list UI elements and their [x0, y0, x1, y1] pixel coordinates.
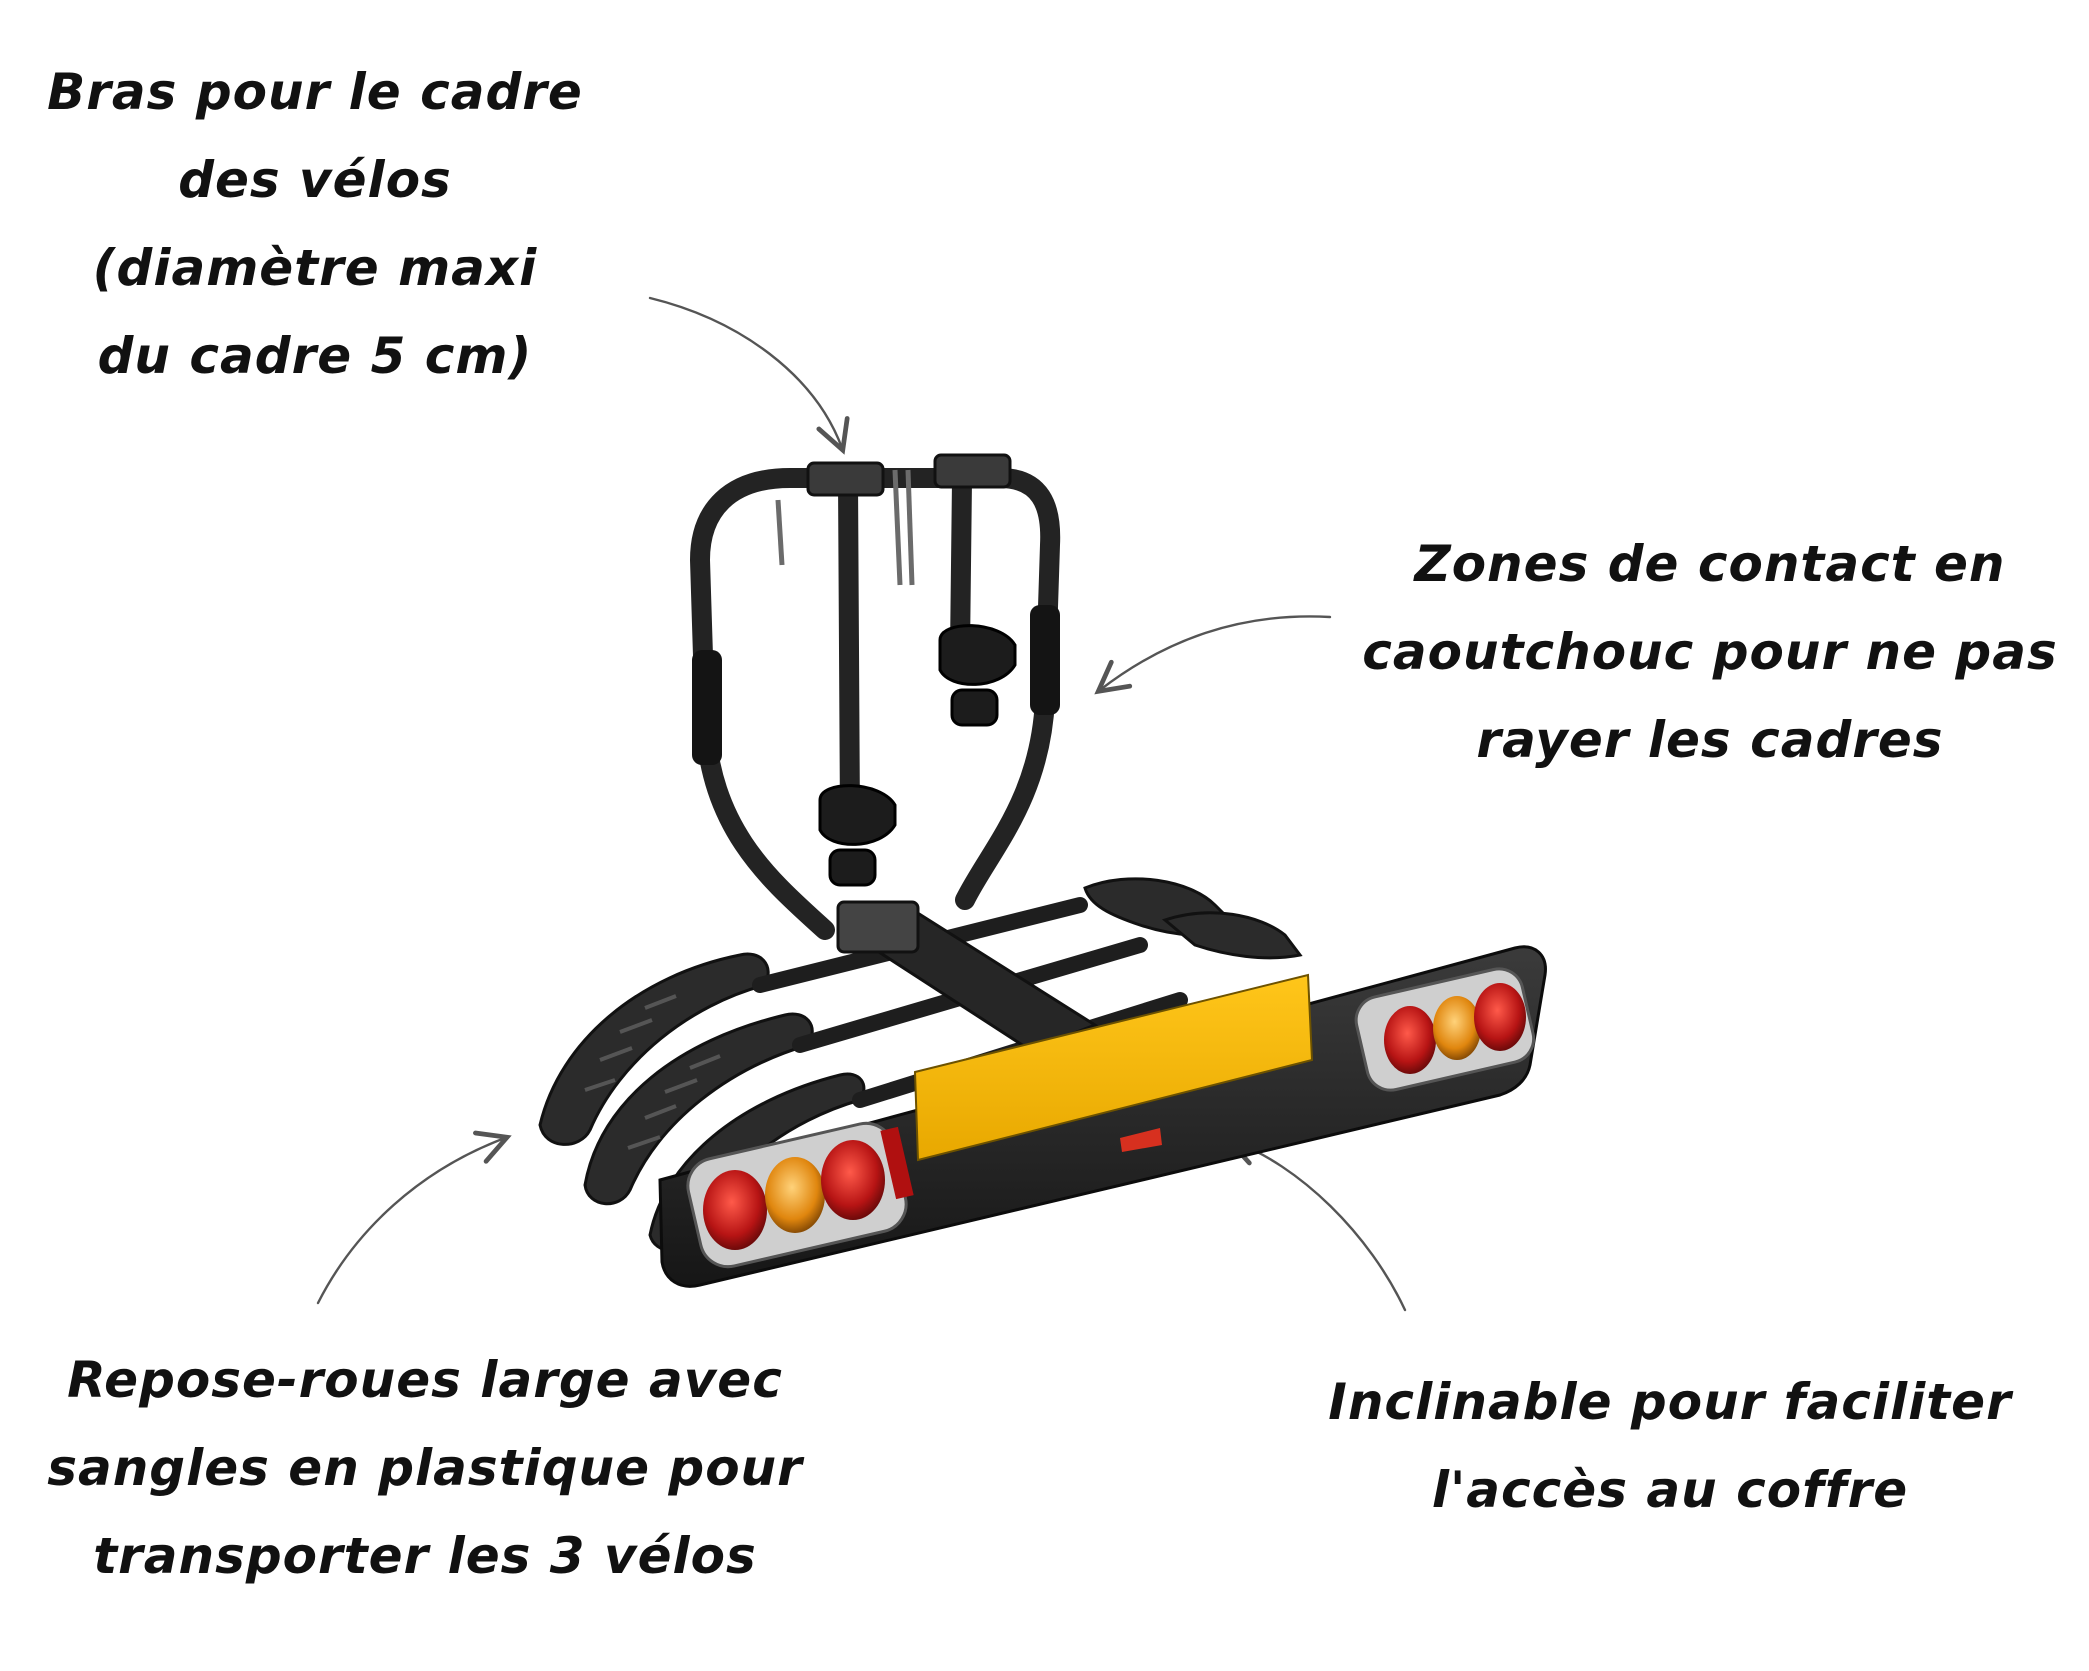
wheel-rest-straps	[584, 994, 721, 1150]
callout-frame-arms: Bras pour le cadre des vélos (diamètre m…	[30, 48, 600, 400]
frame-claws	[818, 624, 1017, 887]
license-plate	[913, 973, 1314, 1162]
callout-line: Repose-roues large avec	[67, 1351, 783, 1409]
upright-arms	[690, 468, 1061, 940]
arrow-rubber	[1094, 615, 1332, 695]
rubber-pads	[692, 605, 1060, 765]
arrow-frame-arms	[648, 296, 850, 455]
callout-line: l'accès au coffre	[1431, 1461, 1909, 1519]
callout-line: Zones de contact en	[1414, 535, 2006, 593]
right-tail-light	[1354, 967, 1536, 1092]
callout-line: (diamètre maxi	[92, 239, 538, 297]
left-tail-light	[686, 1121, 914, 1269]
callout-line: transporter les 3 vélos	[93, 1527, 757, 1585]
callout-rubber-contact: Zones de contact en caoutchouc pour ne p…	[1360, 520, 2060, 784]
callout-tilting: Inclinable pour faciliter l'accès au cof…	[1300, 1358, 2040, 1534]
callout-line: rayer les cadres	[1476, 711, 1944, 769]
arm-straps	[775, 469, 915, 586]
callout-wheel-rests: Repose-roues large avec sangles en plast…	[30, 1336, 820, 1600]
center-beam	[836, 900, 1099, 1052]
arrow-tilt	[1223, 1132, 1407, 1312]
callout-line: des vélos	[178, 151, 452, 209]
callout-line: sangles en plastique pour	[47, 1439, 803, 1497]
callout-line: Inclinable pour faciliter	[1328, 1373, 2012, 1431]
callout-line: Bras pour le cadre	[47, 63, 583, 121]
top-clamps	[806, 453, 1012, 497]
callout-line: du cadre 5 cm)	[97, 327, 533, 385]
arrow-wheel	[316, 1130, 512, 1305]
callout-line: caoutchouc pour ne pas	[1362, 623, 2058, 681]
